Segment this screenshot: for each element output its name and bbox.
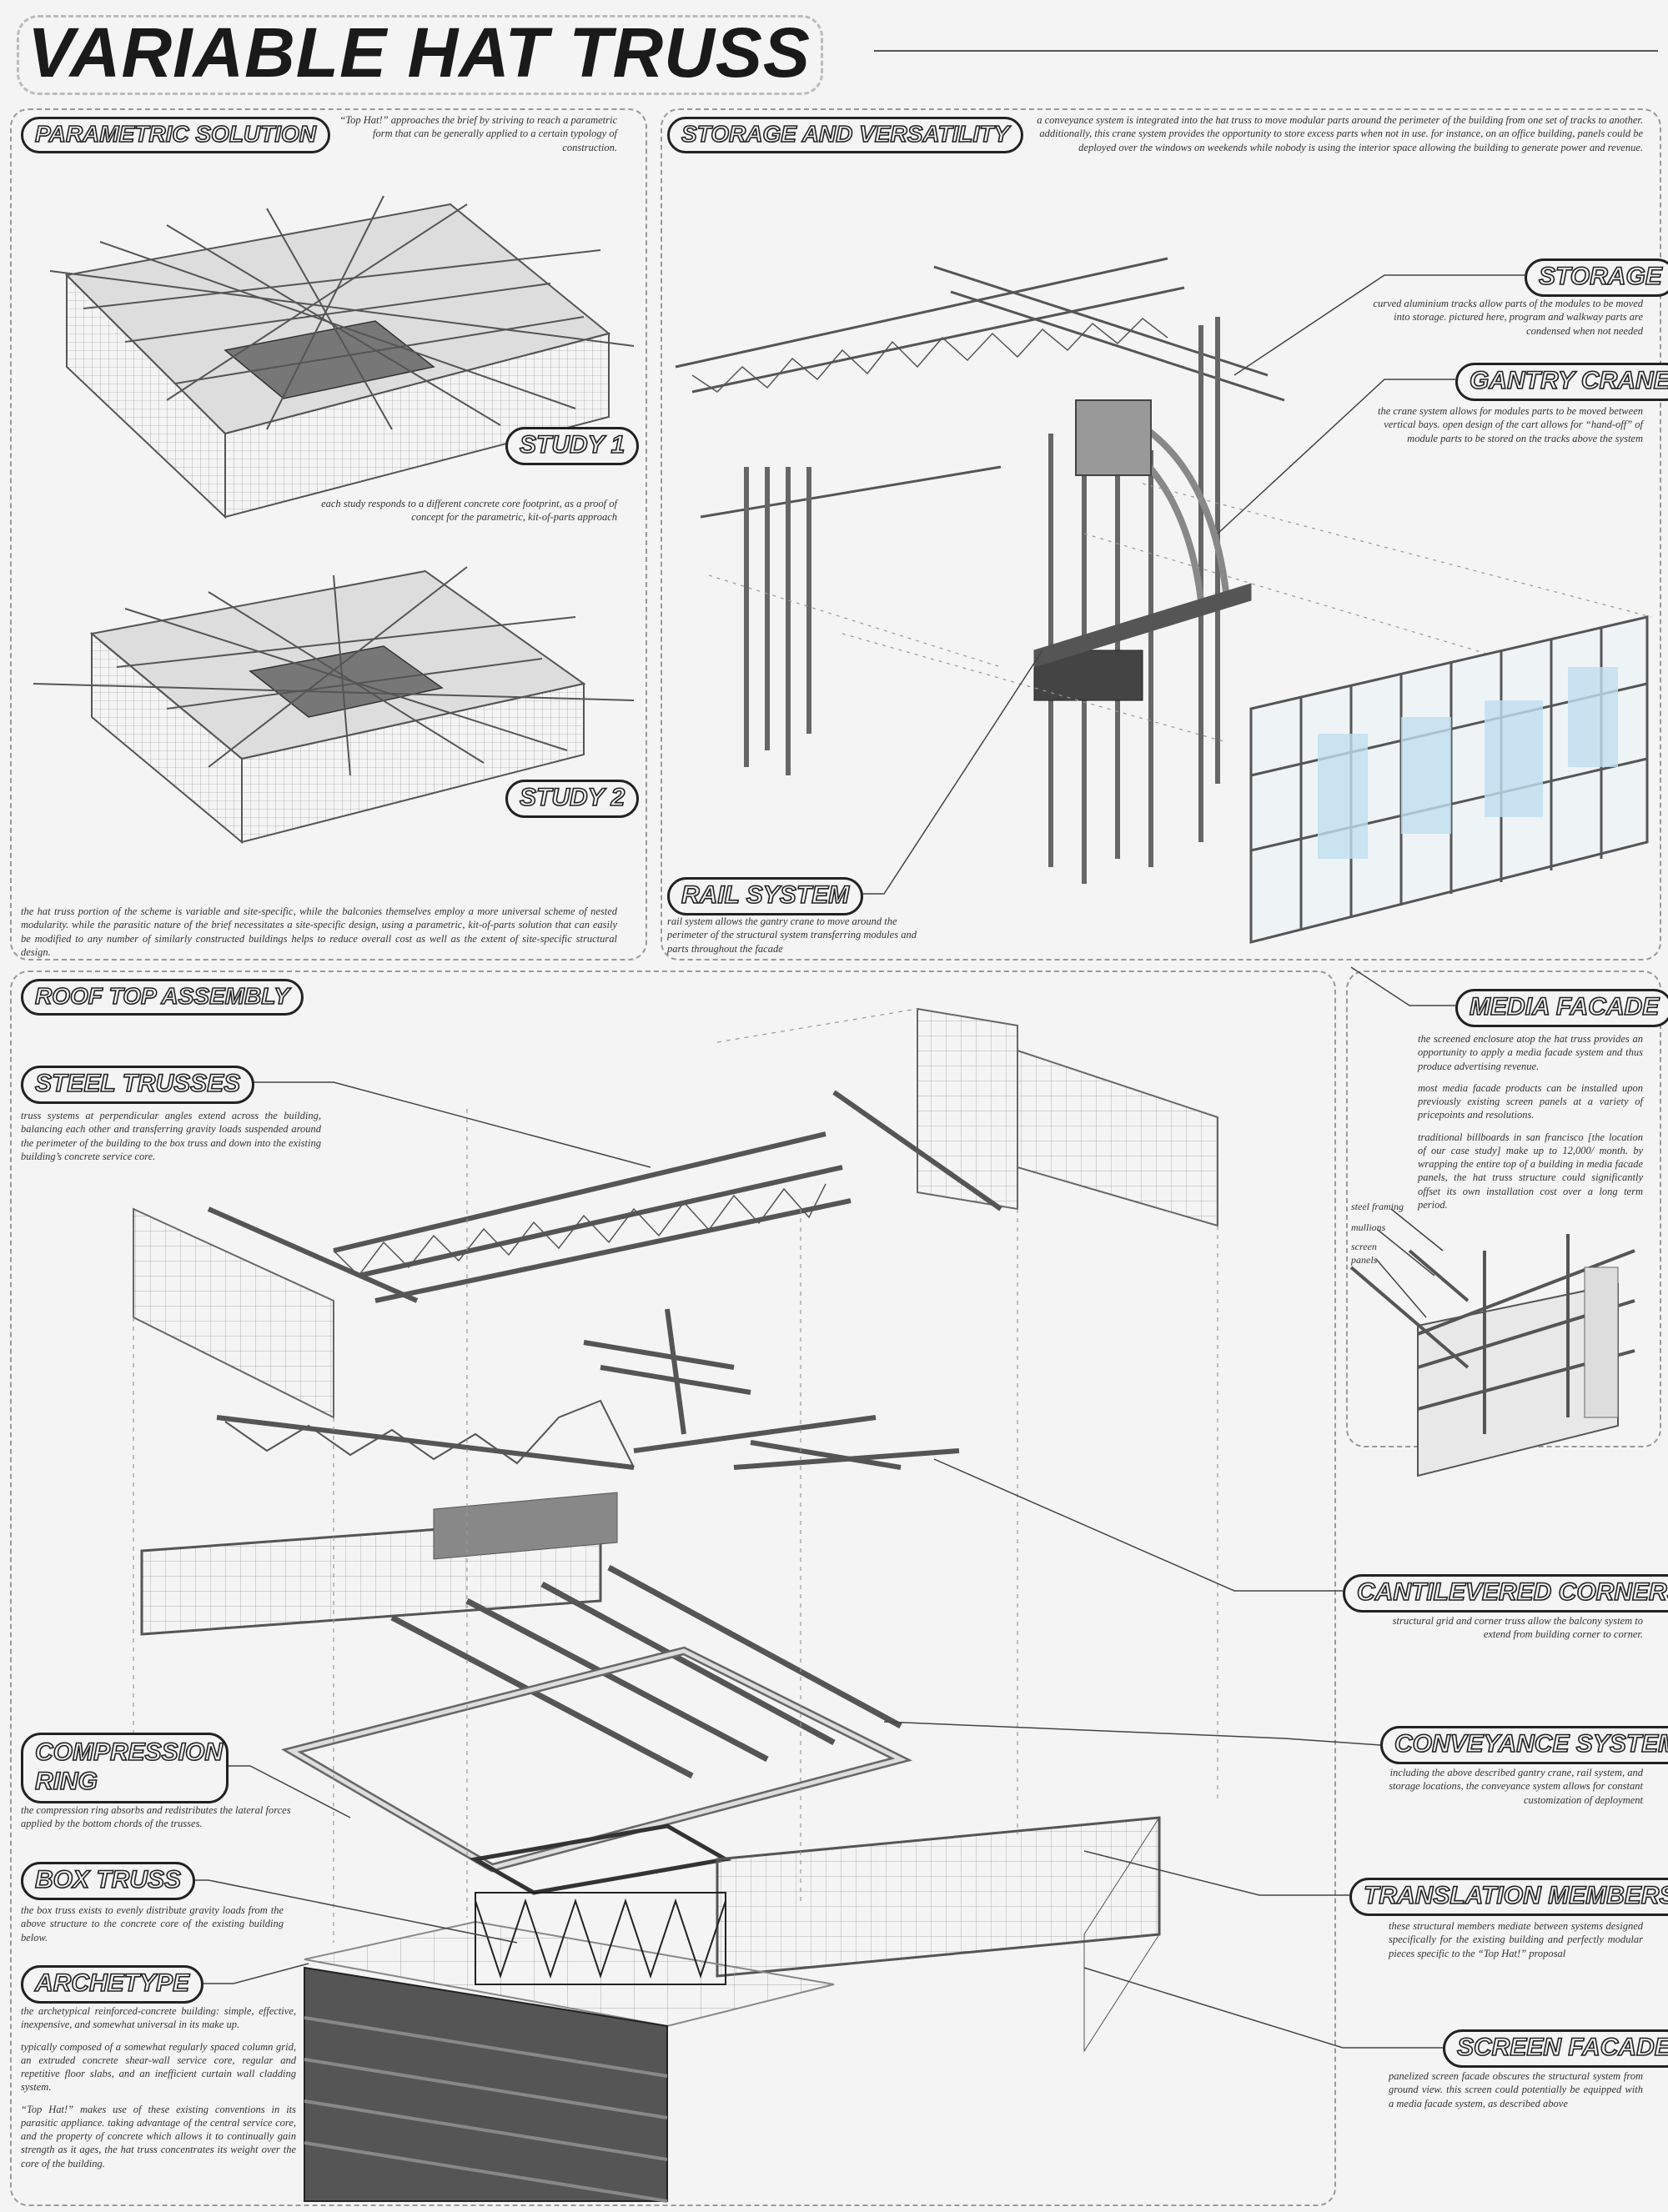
archetype-paragraph-2: typically composed of a somewhat regular…: [21, 2040, 296, 2094]
screen-facade-text: panelized screen facade obscures the str…: [1389, 2070, 1643, 2109]
media-facade-panel-drawing: [1249, 615, 1649, 944]
compression-ring-label: COMPRESSION RING: [21, 1733, 229, 1803]
media-facade-paragraph-3: traditional billboards in san francisco …: [1418, 1131, 1643, 1211]
page-title: VARIABLE HAT TRUSS: [17, 15, 823, 95]
rail-system-label: RAIL SYSTEM: [667, 877, 864, 915]
callout-steel-framing: steel framing: [1351, 1201, 1404, 1212]
gantry-crane-text: the crane system allows for modules part…: [1377, 405, 1643, 444]
panel-storage-versatility: [661, 108, 1661, 961]
translation-members-label: TRANSLATION MEMBERS: [1349, 1878, 1668, 1916]
callout-screen-panels: screen panels: [1351, 1241, 1378, 1266]
compression-ring-text: the compression ring absorbs and redistr…: [21, 1804, 291, 1830]
storage-label: STORAGE: [1525, 258, 1668, 297]
screen-facade-label: SCREEN FACADE: [1443, 2029, 1668, 2068]
archetype-text: the archetypical reinforced-concrete bui…: [21, 2004, 296, 2179]
title-rule: [874, 50, 1658, 52]
parametric-footer: the hat truss portion of the scheme is v…: [21, 905, 617, 958]
parametric-intro: “Top Hat!” approaches the brief by striv…: [339, 114, 617, 153]
study-2-label: STUDY 2: [505, 780, 640, 818]
roof-top-assembly-drawing: [133, 1007, 1218, 2203]
study-caption: each study responds to a different concr…: [321, 498, 617, 524]
conveyance-system-text: including the above described gantry cra…: [1389, 1767, 1643, 1806]
storage-versatility-heading: STORAGE AND VERSATILITY: [667, 117, 1024, 153]
study-1-label: STUDY 1: [505, 427, 640, 465]
parametric-solution-heading: PARAMETRIC SOLUTION: [21, 117, 331, 153]
box-truss-label: BOX TRUSS: [21, 1862, 196, 1900]
study-1-drawing: [49, 195, 635, 519]
study-2-drawing: [33, 566, 635, 845]
storage-text: curved aluminium tracks allow parts of t…: [1373, 298, 1643, 337]
box-truss-text: the box truss exists to evenly distribut…: [21, 1904, 284, 1944]
media-facade-paragraph-2: most media facade products can be instal…: [1418, 1081, 1643, 1121]
panel-parametric-solution: [10, 108, 647, 961]
storage-intro: a conveyance system is integrated into t…: [1037, 114, 1643, 153]
conveyance-system-label: CONVEYANCE SYSTEM: [1380, 1726, 1668, 1764]
cantilevered-corners-text: structural grid and corner truss allow t…: [1392, 1615, 1643, 1641]
gantry-crane-label: GANTRY CRANE: [1455, 363, 1668, 401]
roof-top-assembly-heading: ROOF TOP ASSEMBLY: [21, 979, 304, 1016]
steel-trusses-label: STEEL TRUSSES: [21, 1066, 255, 1104]
storage-gantry-rail-drawing: [675, 257, 1652, 884]
leader-lines: [167, 274, 1525, 2049]
panel-roof-top-assembly: [10, 971, 1336, 2206]
archetype-label: ARCHETYPE: [21, 1965, 204, 2004]
media-facade-inset-drawing: [1349, 1234, 1635, 1477]
steel-trusses-text: truss systems at perpendicular angles ex…: [21, 1110, 321, 1162]
archetype-paragraph-3: “Top Hat!” makes use of these existing c…: [21, 2103, 296, 2169]
cantilevered-corners-label: CANTILEVERED CORNERS: [1343, 1574, 1668, 1613]
media-facade-label: MEDIA FACADE: [1455, 989, 1668, 1027]
callout-mullions: mullions: [1351, 1221, 1386, 1233]
media-facade-text: the screened enclosure atop the hat trus…: [1418, 1032, 1643, 1220]
rail-system-text: rail system allows the gantry crane to m…: [667, 915, 917, 955]
archetype-paragraph-1: the archetypical reinforced-concrete bui…: [21, 2005, 296, 2031]
media-facade-paragraph-1: the screened enclosure atop the hat trus…: [1418, 1033, 1643, 1072]
translation-members-text: these structural members mediate between…: [1389, 1920, 1643, 1959]
